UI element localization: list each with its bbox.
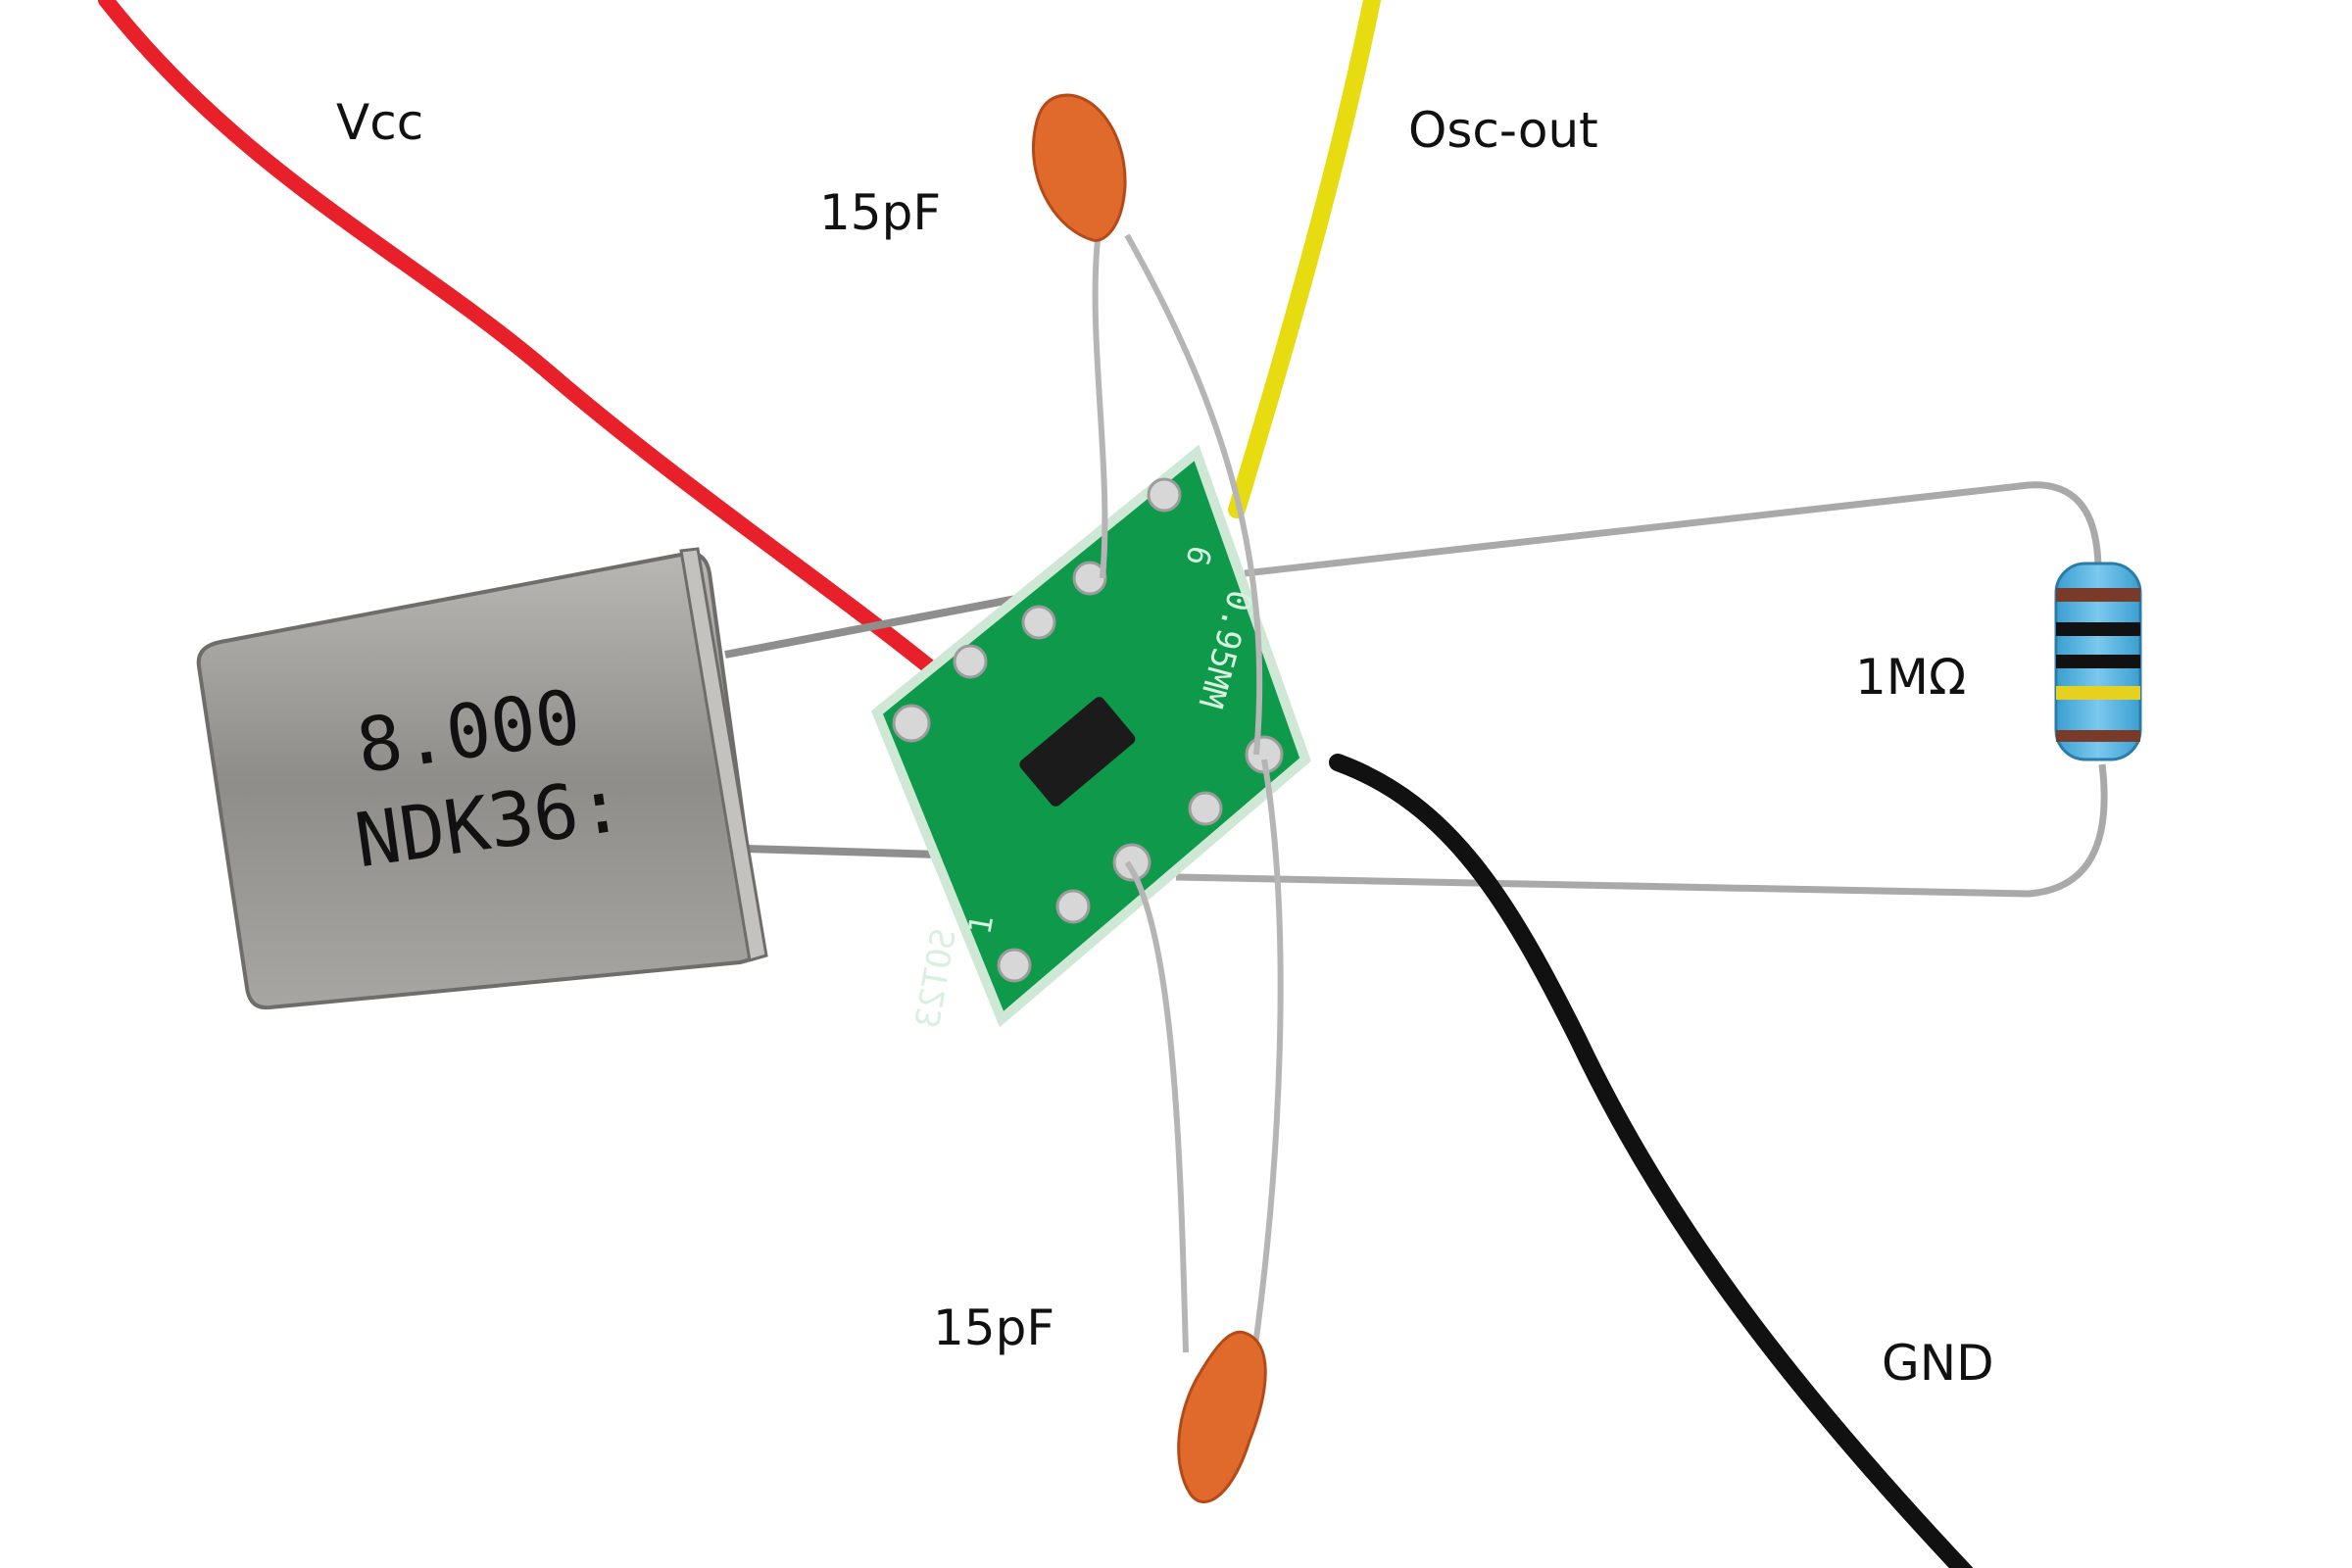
- pcb-adapter: SOT23 0.95MM 6 1: [870, 444, 1311, 1032]
- cap-top-lead-2: [1124, 233, 1263, 756]
- resistor-lead-bottom: [1175, 763, 2108, 898]
- crystal: 8.000 NDK36:: [196, 547, 768, 1010]
- cap-top-lead-1: [1092, 239, 1108, 579]
- label-cap-bottom: 15pF: [933, 1299, 1055, 1356]
- cap-bottom-lead-1: [1124, 860, 1189, 1353]
- label-cap-top: 15pF: [819, 184, 942, 241]
- pcb-label-package: SOT23: [908, 926, 964, 1032]
- cap-bottom-lead-2: [1251, 759, 1284, 1353]
- label-osc-out: Osc-out: [1408, 102, 1598, 159]
- label-vcc: Vcc: [336, 94, 424, 151]
- capacitor-bottom: [1177, 1330, 1267, 1504]
- gnd-wire: [1329, 754, 1974, 1568]
- label-gnd: GND: [1882, 1335, 1994, 1392]
- osc-out-wire: [1228, 0, 1381, 518]
- ic-chip: [1019, 697, 1136, 807]
- resistor-lead-top: [1244, 481, 2102, 577]
- label-resistor: 1MΩ: [1855, 649, 1967, 706]
- resistor: [2054, 562, 2142, 761]
- vcc-wire: [98, 0, 949, 684]
- capacitor-top: [1031, 93, 1127, 242]
